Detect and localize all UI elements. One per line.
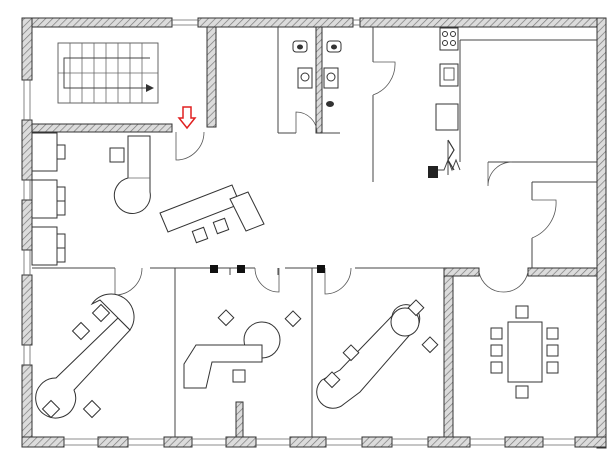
wall-wc-divider [315,26,323,134]
wall-stair-bottom [31,123,173,133]
stove [439,27,459,51]
wall-bottom-7 [427,436,471,448]
meeting-room [490,305,559,399]
door-office-2 [254,267,280,293]
door-side [531,199,557,239]
wc-fixtures [292,40,342,107]
door-stair [175,131,205,161]
wall-bottom-6 [361,436,393,448]
wall-meeting-top-right [527,267,598,277]
staircase [57,42,159,104]
wall-left-4 [21,274,33,346]
wall-stair-right [206,26,217,128]
door-office-1 [114,267,143,296]
wall-bottom-8 [504,436,544,448]
desk-left-1 [31,132,58,172]
wall-bottom-3 [163,436,193,448]
desk-left-3 [31,226,58,266]
stair-arrow-icon [146,84,154,92]
exterior-walls [21,17,607,449]
wall-right [596,17,607,449]
wall-top-right [359,17,607,28]
left-workstations [31,132,151,266]
doors [114,61,557,296]
wall-left-3 [21,199,33,251]
wall-top-middle [197,17,354,28]
wall-bottom-4 [225,436,257,448]
toilet-right [323,67,339,89]
office-3 [316,299,439,409]
partitions [32,27,597,437]
office-2 [183,309,302,389]
desk-curved [113,135,151,214]
entrance-arrow-icon [177,106,197,130]
wall-meeting-left [443,269,454,438]
interior-walls [31,26,598,438]
wall-stub [235,401,244,438]
toilet-left [297,67,313,89]
wall-left-2 [21,119,33,181]
columns [210,265,325,273]
wall-left-1 [21,17,33,81]
wall-top-left [21,17,173,28]
meeting-table [507,321,543,383]
office-1 [35,293,135,419]
door-kitchen [487,161,513,187]
kitchen [428,27,461,178]
door-meeting [478,271,529,293]
wall-left-5 [21,364,33,448]
chair [109,147,125,163]
door-office-3 [324,267,352,295]
door-wc-left [295,111,318,134]
wall-bottom-9 [574,436,607,448]
urinal [326,101,334,107]
wall-bottom-1 [21,436,65,448]
stair-path [63,57,150,89]
wall-bottom-5 [289,436,327,448]
reception-desk [159,184,265,244]
desk-left-2 [31,179,58,219]
wall-meeting-top-left [443,267,480,277]
fridge [435,103,459,131]
heater [428,166,438,178]
kitchen-sink [439,63,459,87]
wall-bottom-2 [97,436,129,448]
door-wc-right [372,61,396,96]
